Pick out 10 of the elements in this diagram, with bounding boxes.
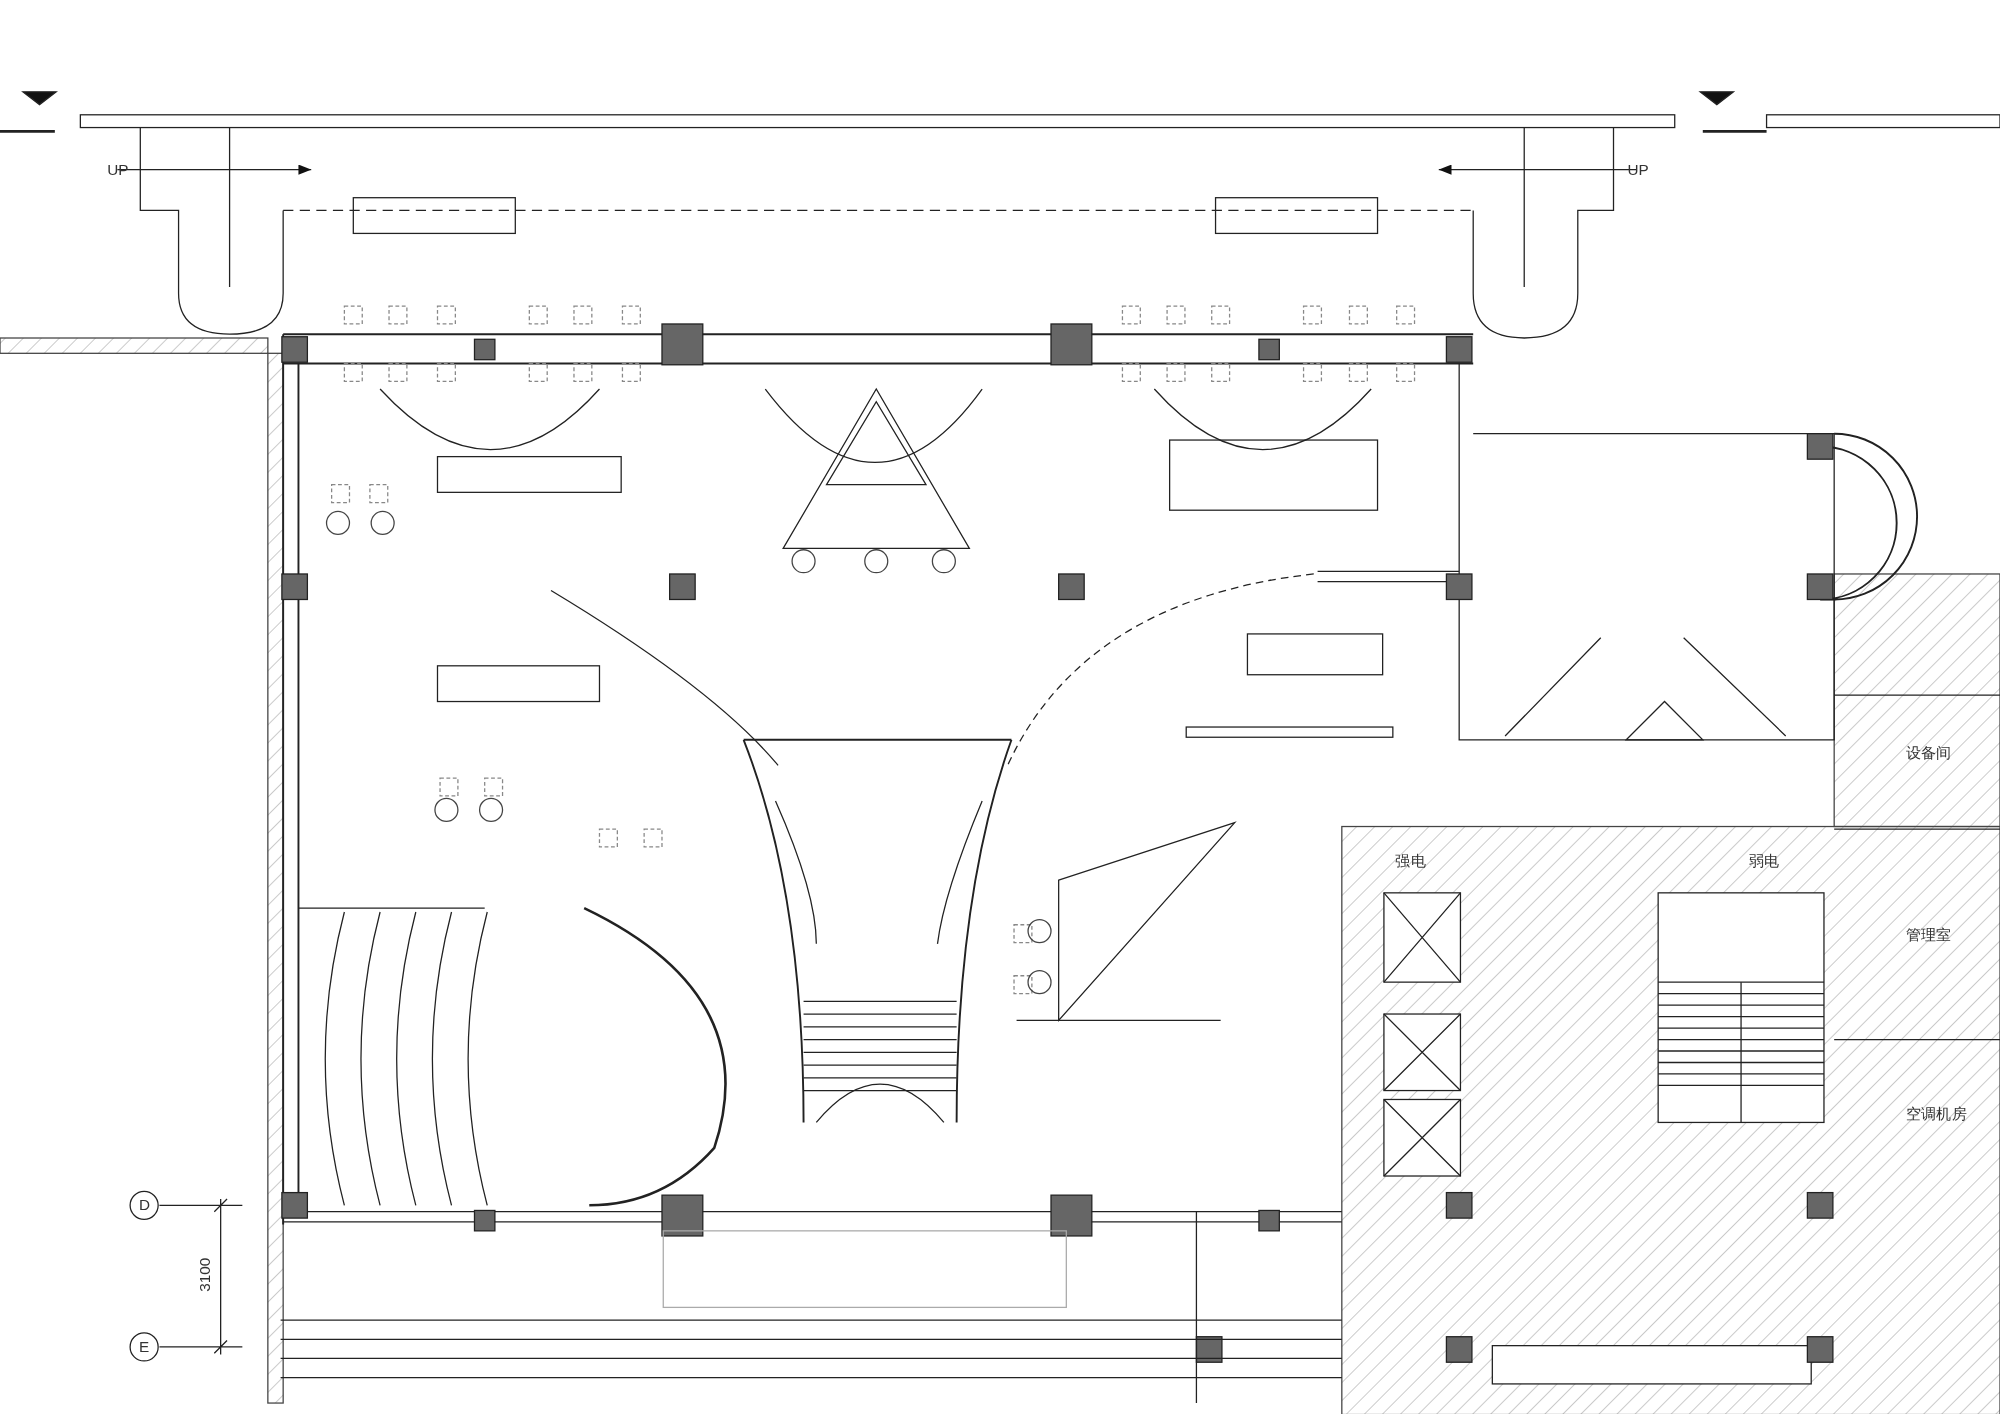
stair-direction-label: UP — [107, 162, 129, 178]
room-name: 强电 — [1395, 853, 1426, 869]
room-name: 设备间 — [1905, 744, 1952, 761]
dimension-label: 3100 — [197, 1257, 213, 1292]
room-name: 弱电 — [1748, 853, 1780, 869]
room-name: 空调机房 — [1905, 1105, 1967, 1122]
stair-direction-label: UP — [1627, 162, 1649, 178]
axis-label: D — [139, 1197, 151, 1213]
axis-label: E — [139, 1339, 150, 1355]
room-name: 管理室 — [1905, 927, 1952, 943]
